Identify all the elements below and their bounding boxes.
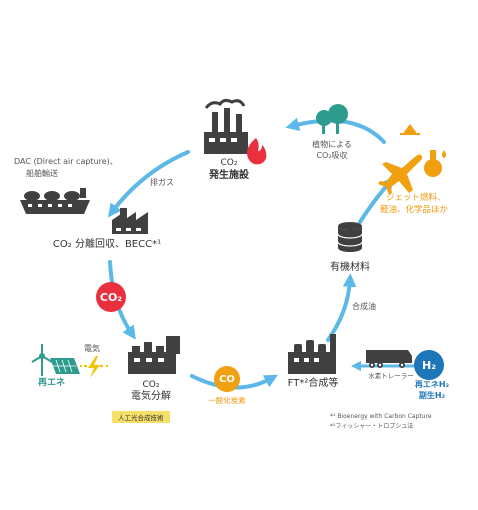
renewable-label: 再エネ	[38, 378, 66, 388]
arrow-trees-to-emission	[285, 117, 386, 144]
hydrogen-line2: 副生H₂	[418, 391, 446, 400]
products-line1: ジェット燃料、	[386, 193, 446, 203]
tanker-truck-icon	[366, 350, 412, 368]
emission-facility-label: 発生施設	[209, 170, 249, 181]
ft-plant-icon	[288, 334, 336, 374]
synthetic-oil-label: 合成油	[352, 302, 376, 311]
trees-icon	[316, 104, 348, 134]
ft-label: FT*²合成等	[287, 378, 339, 389]
plant-absorb-line2: CO₂吸収	[316, 151, 348, 160]
dac-line1: DAC (Direct air capture)、	[14, 157, 118, 166]
emission-facility-line1: CO₂	[220, 158, 238, 168]
electrolysis-line1: CO₂	[142, 380, 160, 390]
footnote-1: *¹ Bioenergy with Carbon Capture	[330, 413, 432, 420]
footnote-2: *²フィッシャー・トロプシュ法	[330, 423, 414, 430]
arrow-ft-to-organic	[326, 273, 357, 342]
capture-label: CO₂ 分離回収、BECC*¹	[52, 239, 162, 250]
products-line2: 軽油、化学品ほか	[380, 205, 449, 215]
airplane-icon	[378, 154, 423, 195]
flame-icon	[247, 138, 267, 165]
plant-absorb-line1: 植物による	[312, 140, 352, 149]
exhaust-label: 排ガス	[150, 178, 174, 187]
co-badge: CO	[214, 366, 240, 392]
arrow-emission-to-capture	[107, 150, 190, 218]
electricity-label: 電気	[84, 344, 100, 353]
database-cylinder-icon	[337, 222, 363, 252]
ship-icon	[20, 188, 90, 214]
h2-badge: H₂	[414, 350, 444, 380]
dac-line2: 船舶輸送	[26, 169, 58, 178]
solar-panel-icon	[50, 358, 80, 374]
co2-badge: CO₂	[96, 282, 126, 312]
organic-material-label: 有機材料	[330, 262, 370, 273]
factory-icon	[204, 98, 248, 154]
electrolysis-plant-icon	[128, 336, 180, 374]
hydrogen-trailer-label: 水素トレーラー	[368, 372, 414, 380]
hydrogen-line1: 再エネH₂	[414, 380, 450, 389]
carbon-monoxide-label: 一酸化炭素	[208, 396, 246, 405]
wind-turbine-icon	[31, 344, 53, 376]
flask-icon	[424, 150, 442, 177]
factory-small-icon	[112, 208, 148, 234]
electrolysis-label: 電気分解	[131, 391, 171, 402]
lightning-icon	[80, 356, 108, 378]
oil-drop-icon	[400, 124, 420, 135]
drop-icon	[442, 150, 446, 158]
artificial-photosynthesis-tag: 人工光合成技術	[112, 411, 170, 423]
